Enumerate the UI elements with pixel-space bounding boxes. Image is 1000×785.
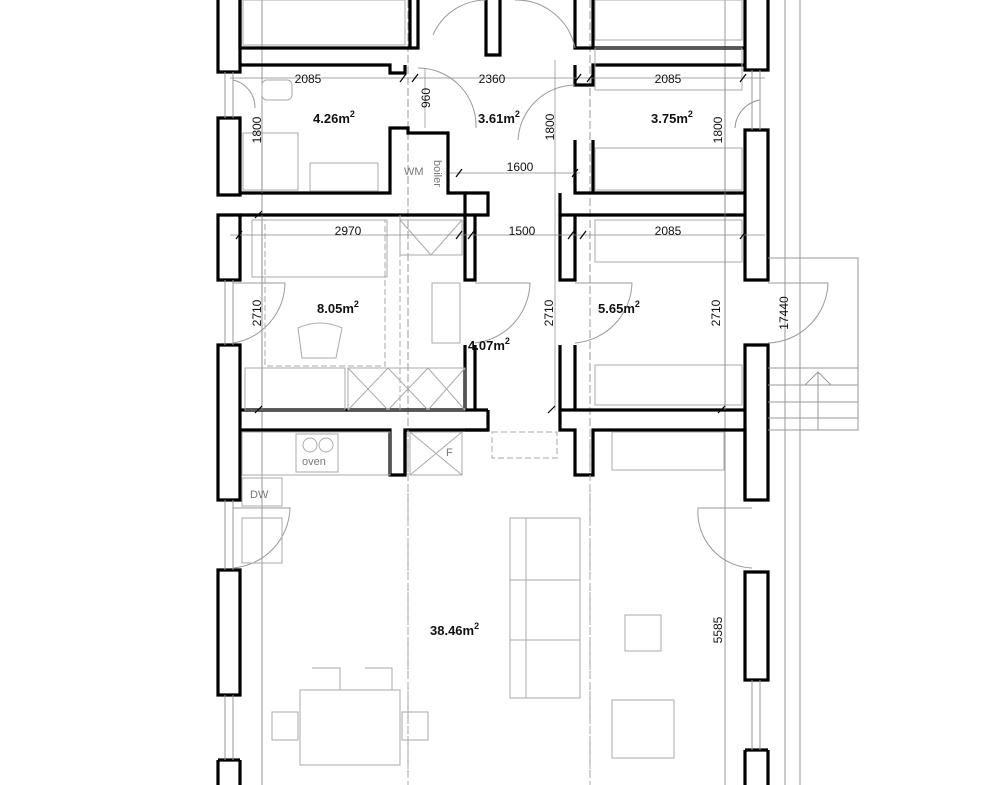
dim-bed-left-width: 2970	[335, 224, 362, 238]
bathtub-sink	[309, 162, 379, 192]
area-corridor: 4.07m2	[468, 336, 510, 353]
dim-closet-depth: 1800	[711, 116, 725, 143]
armchair	[611, 699, 675, 759]
toilet	[261, 79, 293, 101]
sink	[241, 517, 283, 564]
dim-total-length: 17440	[777, 296, 791, 330]
dim-closet-width: 2085	[655, 72, 682, 86]
label-dishwasher: DW	[250, 489, 269, 501]
chair	[297, 322, 343, 359]
dim-corridor-narrow: 1600	[507, 160, 534, 174]
dim-bed-right-depth: 2710	[709, 299, 723, 326]
sofa	[509, 517, 581, 699]
area-labels: 4.26m2 3.61m2 3.75m2 8.05m2 4.07m2 5.65m…	[313, 109, 693, 638]
dim-corridor-width: 1500	[509, 224, 536, 238]
dim-bed-left-depth: 2710	[250, 299, 264, 326]
area-bedroom-left: 8.05m2	[317, 299, 359, 316]
tv-cabinet	[611, 431, 725, 471]
desk	[244, 367, 346, 411]
dim-hall-width: 2360	[479, 72, 506, 86]
stairs	[768, 257, 859, 431]
area-bedroom-right: 5.65m2	[598, 299, 640, 316]
area-living: 38.46m2	[430, 621, 479, 638]
dishwasher	[241, 477, 283, 507]
furniture	[241, 0, 743, 785]
dim-bed-right-width: 2085	[655, 224, 682, 238]
area-closet: 3.75m2	[651, 109, 693, 126]
dining-table	[299, 689, 401, 766]
dim-living-window: 5585	[711, 616, 725, 643]
dim-hall-depth: 960	[419, 88, 433, 108]
dimension-labels: 2085 2360 2085 960 1800 1800 1800 1600 2…	[250, 72, 791, 643]
exterior-walls	[216, 0, 770, 785]
dim-hall-depth-2: 1800	[543, 113, 557, 140]
label-oven: oven	[302, 456, 326, 468]
shower	[242, 132, 299, 191]
label-fridge: F	[446, 447, 453, 459]
coffee-table	[624, 614, 662, 652]
dim-corridor-depth: 2710	[542, 299, 556, 326]
dim-bath-width: 2085	[295, 72, 322, 86]
dimension-lines	[230, 60, 765, 414]
label-washing-machine: WM	[404, 166, 424, 178]
area-bathroom: 4.26m2	[313, 109, 355, 126]
doors	[232, 0, 829, 569]
dim-bath-depth: 1800	[250, 116, 264, 143]
appliance-labels: WM boiler oven DW F	[250, 160, 453, 501]
label-boiler: boiler	[431, 160, 443, 187]
bed	[251, 219, 388, 278]
area-hall: 3.61m2	[478, 109, 520, 126]
